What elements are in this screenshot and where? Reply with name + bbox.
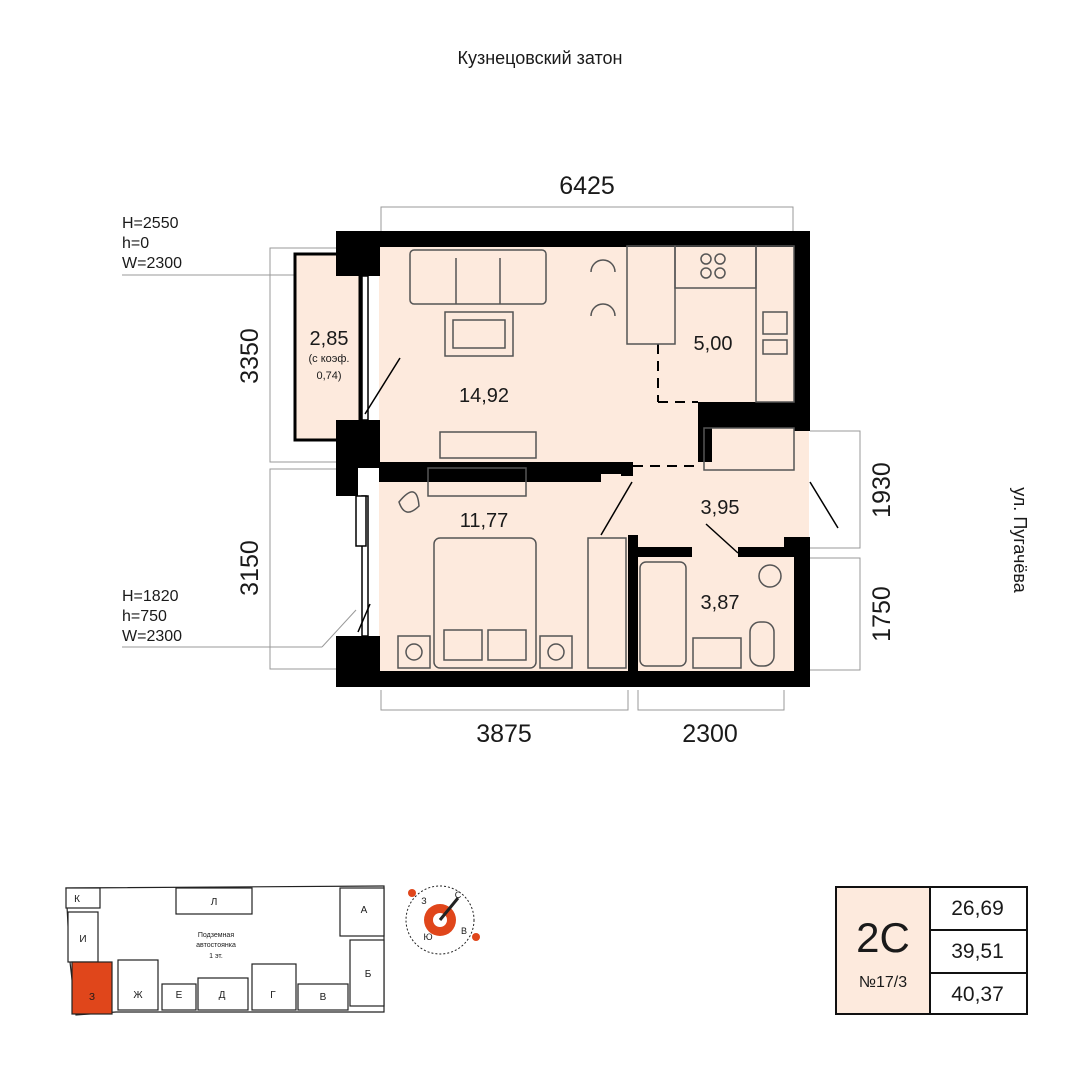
doors [357,357,839,633]
compass-labels: С В Ю З [421,890,467,942]
apartment-type: 2С [856,914,910,961]
site-labels: К Л А И Б З Ж Е Д Г В Подземная автостоя… [74,894,372,1003]
plant [398,491,420,513]
site-section-d [197,977,249,1011]
svg-text:К: К [74,894,80,905]
tv-unit [439,431,537,459]
svg-text:Подземная: Подземная [198,932,234,939]
area-total-with-balcony: 40,37 [951,983,1004,1006]
room-area-hall: 3,95 [701,497,740,519]
apartment-badge: 2С №17/3 26,69 39,51 40,37 [835,886,1028,1015]
room-area-kitchen: 5,00 [694,333,733,355]
svg-text:Б: Б [365,969,372,980]
svg-text:В: В [461,926,467,936]
svg-text:В: В [320,992,327,1003]
svg-text:А: А [361,905,368,916]
svg-text:автостоянка: автостоянка [196,942,236,949]
svg-text:Ю: Ю [423,932,432,942]
site-section-g [251,963,297,1011]
svg-text:1 эт.: 1 эт. [209,953,223,960]
room-area-living: 14,92 [459,385,509,407]
site-section-zh [117,959,159,1011]
washer [758,564,782,588]
street-label: ул. Пугачёва [1010,487,1030,594]
dresser [427,467,527,497]
svg-text:З: З [421,896,426,906]
bar-counter [626,245,676,345]
svg-text:Е: Е [176,990,183,1001]
site-section-i [67,911,99,963]
bathtub [639,561,687,667]
window-upper-h: H=2550 [122,215,179,232]
dim-left-upper: 3350 [236,328,264,384]
apartment-type-panel: 2С №17/3 [837,888,931,1013]
room-area-balcony: 2,85 [310,328,349,350]
dim-right-upper: 1930 [868,462,896,518]
svg-text:Л: Л [211,897,218,908]
dim-bottom-right: 2300 [682,720,738,748]
room-area-bedroom: 11,77 [460,510,509,532]
area-living: 26,69 [929,888,1026,931]
compass-icon [405,885,480,955]
site-section-l [175,887,253,915]
window-upper-w: W=2300 [122,255,182,272]
dim-top: 6425 [559,172,615,200]
dim-left-lower: 3150 [236,540,264,596]
nightstand-right [539,635,573,669]
site-section-a [339,887,385,937]
sink [692,637,742,669]
site-section-v [297,983,349,1011]
coffee-table [444,311,514,357]
svg-text:Д: Д [219,990,226,1001]
hall-wardrobe [703,427,795,471]
svg-text:З: З [89,992,95,1003]
dim-bottom-left: 3875 [476,720,532,748]
sofa [409,249,547,305]
site-section-k [65,887,101,909]
balcony-coef-line2: 0,74) [316,370,341,382]
site-section-e [161,983,197,1011]
window-lower-h: H=1820 [122,588,179,605]
window-lower-w: W=2300 [122,628,182,645]
dim-right-lower: 1750 [868,586,896,642]
wardrobe [587,537,627,669]
toilet [749,621,775,667]
bed [433,537,537,669]
windows [355,275,369,637]
site-section-z [71,961,113,1015]
chairs [590,259,616,317]
balcony [293,252,362,442]
site-section-b [349,939,385,1007]
window-upper-sill: h=0 [122,235,149,252]
balcony-coef-line1: (с коэф. [309,353,350,365]
zone-lines [633,344,698,467]
svg-text:С: С [455,890,462,900]
furniture [397,245,795,669]
apartment-number: №17/3 [858,974,908,991]
area-total: 39,51 [929,931,1026,974]
svg-text:И: И [79,934,86,945]
room-area-bath: 3,87 [701,592,740,614]
site-plan [65,885,385,1016]
top-label: Кузнецовский затон [457,48,622,68]
svg-text:Ж: Ж [133,990,143,1001]
window-lower-sill: h=750 [122,608,167,625]
svg-text:Г: Г [270,990,276,1001]
walls [336,231,810,687]
nightstand-left [397,635,431,669]
kitchen-cabinets [755,245,795,403]
